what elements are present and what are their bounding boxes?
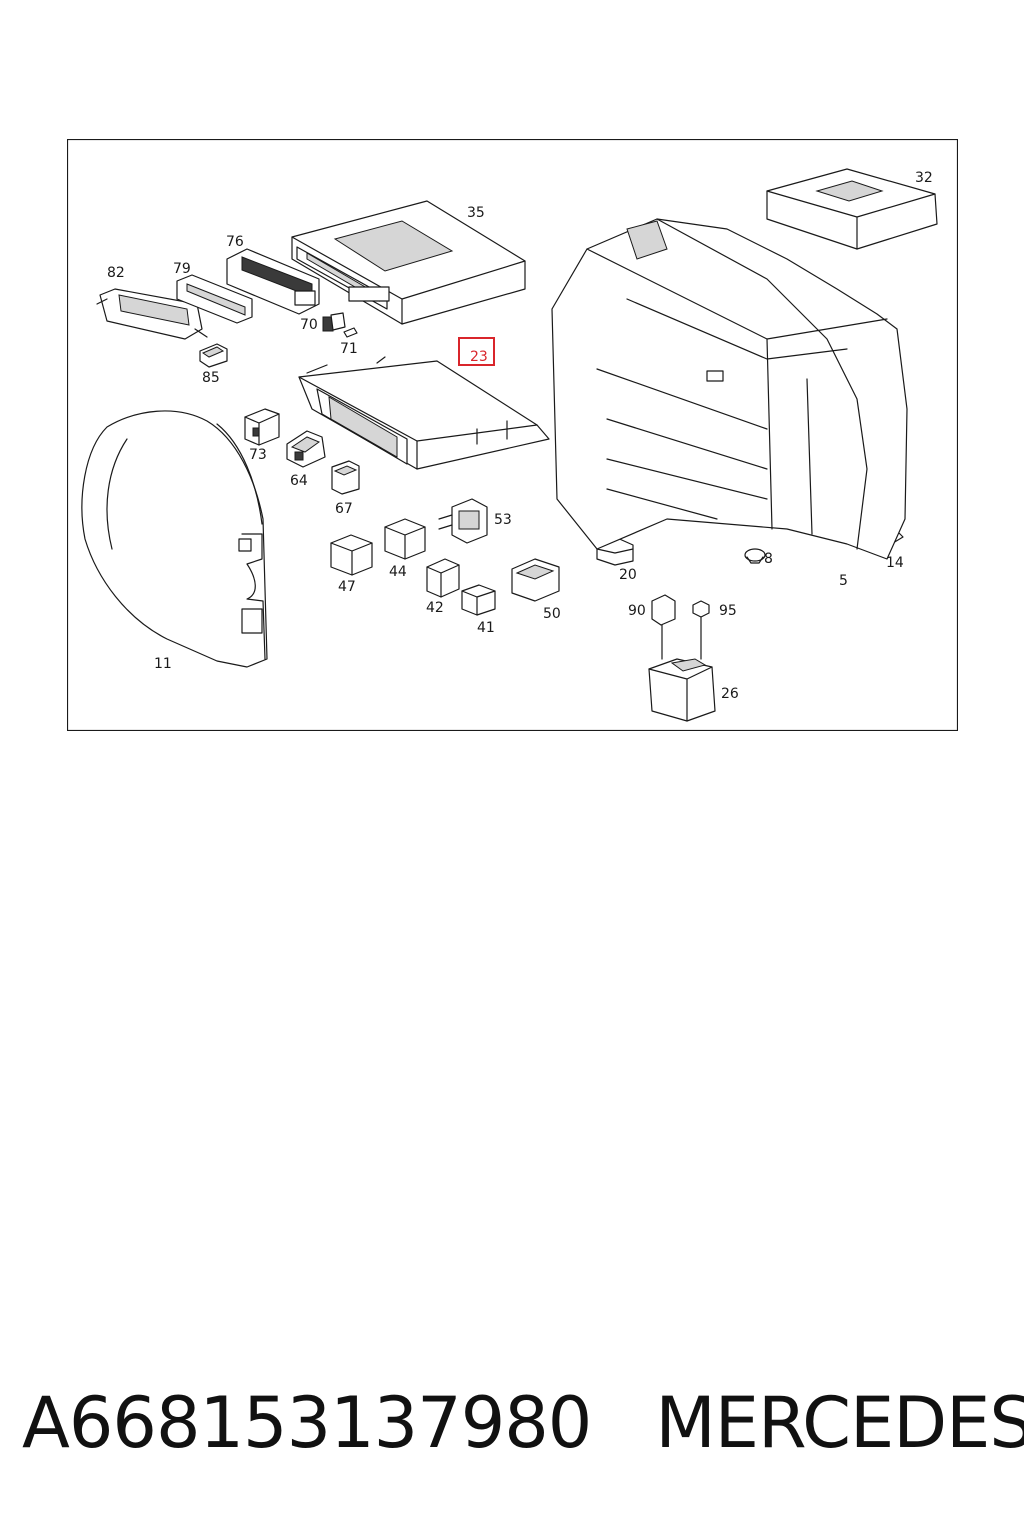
part-47-relay bbox=[330, 534, 373, 576]
caption: A668153137980 MERCEDES bbox=[22, 1378, 1024, 1468]
part-41-relay bbox=[461, 584, 496, 616]
part-85-clip bbox=[199, 343, 228, 368]
callout-85: 85 bbox=[202, 370, 220, 386]
part-79-connector bbox=[176, 274, 253, 324]
part-73-relay-holder bbox=[244, 408, 280, 446]
callout-90: 90 bbox=[628, 603, 646, 619]
callout-8: 8 bbox=[764, 551, 773, 567]
part-53-relay-base bbox=[438, 498, 488, 544]
callout-11: 11 bbox=[154, 656, 172, 672]
callout-42: 42 bbox=[426, 600, 444, 616]
part-11-cover bbox=[81, 410, 268, 668]
callout-5: 5 bbox=[839, 573, 848, 589]
part-64-relay-holder bbox=[286, 430, 326, 468]
callout-44: 44 bbox=[389, 564, 407, 580]
part-8-plug bbox=[744, 548, 766, 564]
part-67-connector bbox=[331, 460, 360, 495]
callout-32: 32 bbox=[915, 170, 933, 186]
callout-20: 20 bbox=[619, 567, 637, 583]
brand-name: MERCEDES bbox=[655, 1382, 1024, 1464]
part-number: A668153137980 bbox=[22, 1382, 592, 1464]
part-32-control-unit bbox=[766, 168, 938, 250]
callout-79: 79 bbox=[173, 261, 191, 277]
part-95-nut bbox=[692, 600, 710, 660]
part-90-connector bbox=[651, 594, 676, 660]
part-42-relay bbox=[426, 558, 460, 598]
callout-67: 67 bbox=[335, 501, 353, 517]
parts-diagram-svg: 32 35 76 82 79 70 71 85 23 73 64 67 53 4… bbox=[67, 139, 958, 731]
callout-50: 50 bbox=[543, 606, 561, 622]
callout-53: 53 bbox=[494, 512, 512, 528]
part-70-fuse bbox=[322, 312, 346, 332]
part-35-control-unit bbox=[291, 200, 526, 325]
callout-35: 35 bbox=[467, 205, 485, 221]
part-44-relay bbox=[384, 518, 426, 560]
part-71-fuse bbox=[343, 327, 358, 338]
part-5-housing bbox=[551, 218, 908, 560]
parts-diagram: 32 35 76 82 79 70 71 85 23 73 64 67 53 4… bbox=[67, 139, 958, 731]
callout-14: 14 bbox=[886, 555, 904, 571]
part-26-relay-box bbox=[648, 658, 716, 722]
callout-41: 41 bbox=[477, 620, 495, 636]
callout-76: 76 bbox=[226, 234, 244, 250]
part-76-connector bbox=[226, 248, 320, 315]
callout-23-highlight bbox=[458, 337, 495, 366]
callout-95: 95 bbox=[719, 603, 737, 619]
callout-64: 64 bbox=[290, 473, 308, 489]
part-50-relay-base bbox=[511, 558, 560, 602]
callout-82: 82 bbox=[107, 265, 125, 281]
callout-26: 26 bbox=[721, 686, 739, 702]
part-23-control-unit bbox=[298, 356, 550, 470]
callout-71: 71 bbox=[340, 341, 358, 357]
callout-47: 47 bbox=[338, 579, 356, 595]
callout-70: 70 bbox=[300, 317, 318, 333]
callout-73: 73 bbox=[249, 447, 267, 463]
callout-23: 23 bbox=[470, 349, 488, 365]
part-82-connector bbox=[96, 288, 208, 340]
